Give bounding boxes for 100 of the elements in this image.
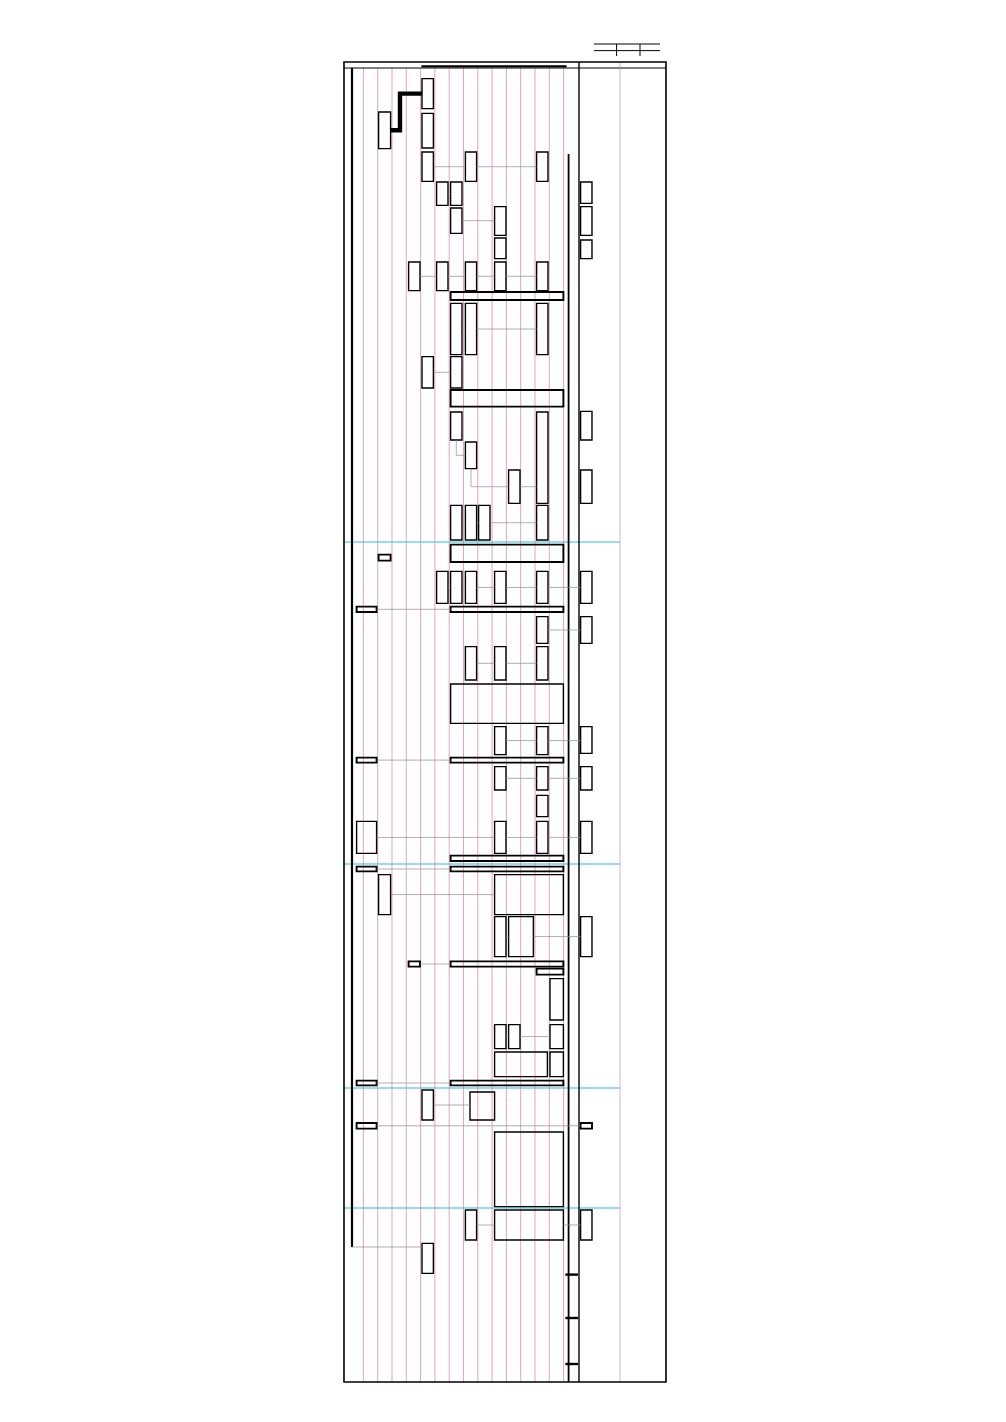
task-box [464, 645, 478, 681]
task-bar [449, 291, 565, 301]
connector-line [351, 1246, 423, 1248]
task-bar [449, 756, 565, 764]
task-box [435, 570, 449, 605]
connector-line [470, 468, 509, 488]
task-box [493, 1023, 507, 1050]
connector-line [519, 1036, 551, 1037]
task-box [493, 1131, 565, 1208]
connector-line [476, 166, 537, 168]
connector-line [505, 740, 537, 741]
connector-line [433, 1104, 471, 1106]
task-box [579, 205, 593, 237]
task-box [507, 469, 521, 505]
task-box [421, 1089, 435, 1121]
connector-line [547, 777, 581, 779]
task-box [579, 181, 593, 205]
task-bar [355, 1122, 378, 1130]
task-bar [355, 1079, 378, 1087]
connector-line [461, 220, 495, 222]
task-box [535, 261, 549, 292]
task-box [535, 302, 549, 356]
task-box [549, 1051, 565, 1078]
connector-line [376, 837, 495, 838]
connector-line [505, 837, 537, 838]
task-bar [355, 605, 378, 613]
task-box [464, 441, 478, 470]
connector-line [505, 777, 537, 779]
task-bar [449, 960, 565, 968]
task-box [579, 615, 593, 645]
task-box [464, 261, 478, 292]
task-bar [449, 543, 565, 563]
task-box [493, 645, 507, 681]
connector-line [547, 740, 581, 741]
connector-line [433, 166, 466, 168]
connector-line [476, 662, 495, 664]
task-box [493, 765, 507, 791]
task-box [535, 645, 549, 681]
task-box [421, 112, 435, 149]
task-bar [579, 1122, 593, 1130]
connector-line [476, 328, 537, 330]
task-box [579, 1209, 593, 1241]
task-bar [449, 854, 565, 862]
task-box [549, 977, 565, 1021]
task-box [579, 765, 593, 791]
connector-line [563, 1224, 581, 1226]
task-box [535, 570, 549, 605]
connector-line [547, 837, 581, 838]
task-box [407, 261, 421, 292]
connector-line [476, 587, 495, 588]
task-box [493, 261, 507, 292]
task-box [355, 820, 378, 855]
task-box [449, 504, 463, 541]
connector-line [376, 1082, 451, 1084]
task-box [535, 725, 549, 756]
connector-line [376, 868, 451, 870]
task-bar [407, 960, 421, 968]
connector-line [419, 963, 451, 965]
task-box [535, 615, 549, 645]
task-box [579, 469, 593, 505]
task-box [449, 181, 463, 207]
task-box [579, 239, 593, 260]
connector-line [547, 629, 581, 631]
connector-line [447, 275, 466, 277]
task-box [579, 410, 593, 441]
connector-line [455, 439, 466, 456]
task-box [507, 915, 535, 958]
task-bar [449, 389, 565, 408]
task-box [477, 504, 491, 541]
connector-line [505, 587, 537, 588]
connector-line [505, 275, 537, 277]
task-box [421, 77, 435, 110]
task-box [549, 1023, 565, 1050]
task-box [493, 570, 507, 605]
connector-line [547, 587, 581, 588]
connector-line [433, 371, 451, 373]
task-box [435, 181, 449, 207]
task-box [464, 504, 478, 541]
task-box [464, 570, 478, 605]
task-box [535, 820, 549, 855]
connector-line [376, 1125, 581, 1127]
task-box [449, 683, 565, 725]
task-box [579, 915, 593, 958]
task-bar [355, 756, 378, 764]
task-box [493, 725, 507, 756]
connector-line [489, 522, 537, 524]
task-bar [449, 605, 565, 613]
task-bar [535, 967, 565, 976]
task-box [469, 1091, 496, 1121]
connector-line [505, 662, 537, 664]
task-bar [449, 865, 565, 873]
connector-line [390, 894, 495, 895]
task-box [421, 355, 435, 389]
task-box [535, 504, 549, 541]
task-box [421, 1242, 435, 1275]
task-box [449, 411, 463, 441]
connector-line [376, 759, 451, 761]
connector-line [419, 275, 437, 277]
task-box [579, 725, 593, 755]
task-box [507, 1023, 521, 1050]
